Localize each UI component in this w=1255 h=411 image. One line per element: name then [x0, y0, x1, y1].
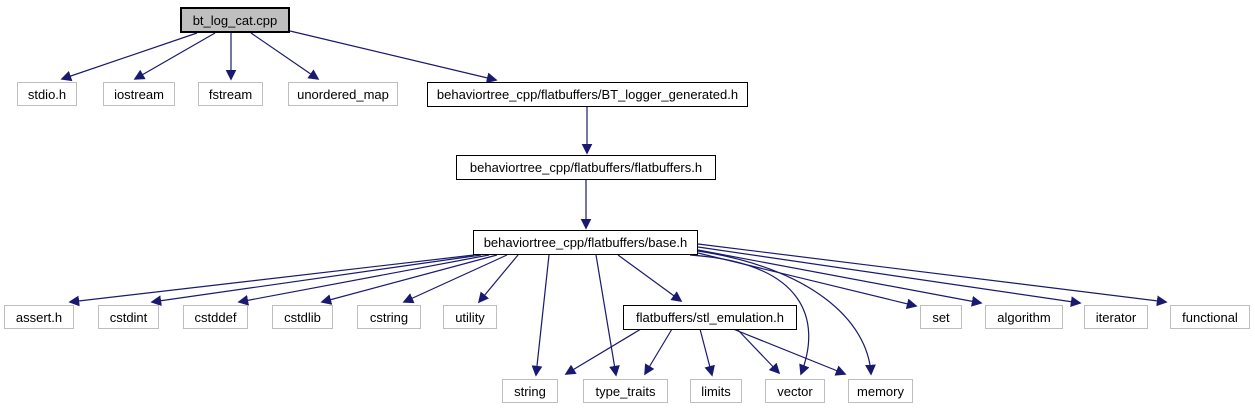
- edge-stl_emulation-to-limits: [699, 328, 715, 377]
- edge-bt_log_cat-to-bt_logger: [289, 30, 498, 84]
- node-iterator: iterator: [1084, 305, 1148, 329]
- edge-base-to-cstddef: [237, 254, 490, 306]
- node-functional: functional: [1170, 305, 1250, 329]
- node-cstdlib: cstdlib: [272, 305, 333, 329]
- node-base[interactable]: behaviortree_cpp/flatbuffers/base.h: [473, 230, 698, 255]
- edge-base-to-assert_h: [68, 254, 475, 307]
- node-flatbuffers[interactable]: behaviortree_cpp/flatbuffers/flatbuffers…: [456, 155, 716, 180]
- node-set: set: [920, 305, 962, 329]
- node-algorithm: algorithm: [985, 305, 1063, 329]
- node-iostream: iostream: [103, 82, 175, 106]
- node-bt-log-cat: bt_log_cat.cpp: [180, 7, 290, 33]
- node-stl-emulation[interactable]: flatbuffers/stl_emulation.h: [623, 305, 797, 330]
- edge-base-to-cstring: [402, 254, 508, 304]
- edge-base-to-functional: [697, 243, 1168, 307]
- node-string: string: [502, 379, 558, 403]
- edge-base-to-utility: [477, 254, 519, 304]
- edge-base-to-stl_emulation: [617, 254, 683, 302]
- edge-stl_emulation-to-string: [564, 328, 642, 375]
- node-assert-h: assert.h: [4, 305, 74, 329]
- edge-base-to-algorithm: [697, 249, 983, 307]
- edge-base-to-string: [531, 254, 550, 377]
- node-limits: limits: [690, 379, 742, 403]
- node-cstdint: cstdint: [98, 305, 159, 329]
- edge-stl_emulation-to-vector: [736, 328, 781, 375]
- node-type-traits: type_traits: [583, 379, 668, 403]
- node-stdio-h: stdio.h: [17, 82, 77, 106]
- node-memory: memory: [848, 379, 913, 403]
- edge-base-to-iterator: [697, 246, 1082, 308]
- edge-stl_emulation-to-memory: [732, 328, 847, 376]
- edge-base-to-cstdint: [150, 254, 482, 307]
- node-unordered-map: unordered_map: [288, 82, 398, 106]
- node-vector: vector: [765, 379, 825, 403]
- edge-base-to-cstdlib: [320, 254, 498, 305]
- edge-base-to-vector: [689, 254, 810, 376]
- edge-bt_log_cat-to-iostream: [133, 32, 216, 80]
- node-cstddef: cstddef: [183, 305, 248, 329]
- edge-base-to-type_traits: [595, 254, 620, 377]
- edge-bt_log_cat-to-stdio_h: [60, 32, 198, 82]
- edge-base-to-memory: [697, 250, 876, 376]
- edge-bt_log_cat-to-unordered_map: [250, 32, 320, 80]
- edge-stl_emulation-to-type_traits: [644, 328, 673, 376]
- node-bt-logger[interactable]: behaviortree_cpp/flatbuffers/BT_logger_g…: [427, 82, 748, 107]
- node-cstring: cstring: [357, 305, 421, 329]
- node-fstream: fstream: [198, 82, 263, 106]
- node-utility: utility: [443, 305, 497, 329]
